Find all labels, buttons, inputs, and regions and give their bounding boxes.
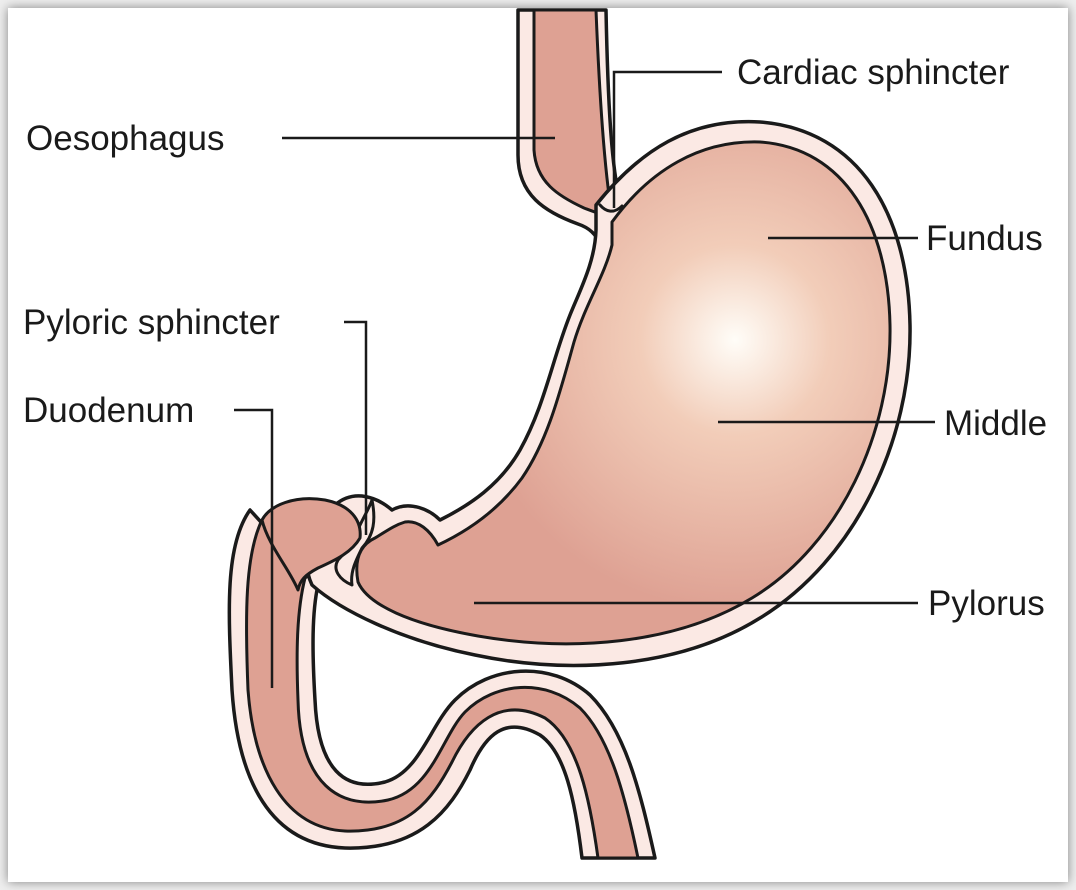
label-fundus: Fundus — [926, 219, 1043, 258]
label-oesophagus: Oesophagus — [26, 119, 224, 158]
label-middle: Middle — [944, 404, 1047, 443]
label-cardiac-sphincter: Cardiac sphincter — [737, 53, 1010, 92]
label-duodenum: Duodenum — [23, 391, 194, 430]
label-pyloric-sphincter: Pyloric sphincter — [23, 303, 280, 342]
label-pylorus: Pylorus — [928, 584, 1045, 623]
